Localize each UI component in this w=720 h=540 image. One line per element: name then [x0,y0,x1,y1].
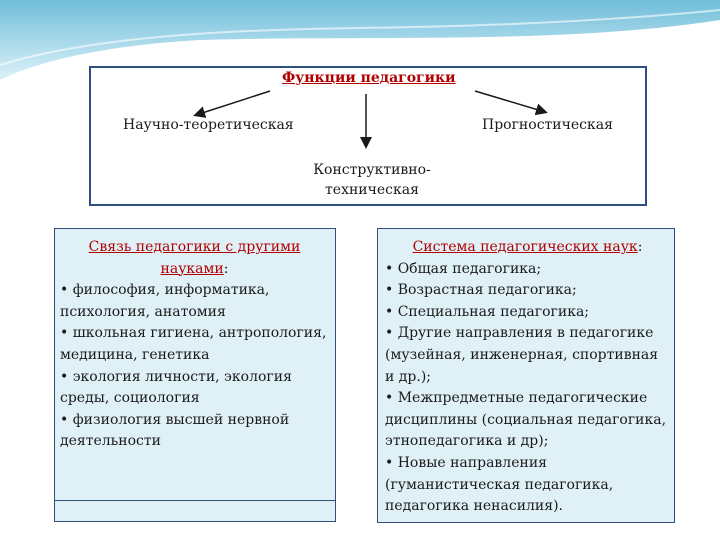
list-item: • Другие направления в педагогике (музей… [385,325,659,385]
list-item: • Межпредметные педагогические дисциплин… [385,390,667,450]
branch-prognostic: Прогностическая [482,117,613,133]
related-sciences-heading-colon: : [223,260,229,277]
list-item: • Возрастная педагогика; [385,282,577,299]
list-item: • экология личности, экология среды, соц… [60,368,292,407]
list-item: • физиология высшей нервной деятельности [60,411,290,450]
pedagogical-sciences-heading: Система педагогических наук: [385,237,670,259]
decorative-wave [0,0,720,87]
branch-center-line-1: Конструктивно- [313,162,431,178]
branch-scientific-theoretical: Научно-теоретическая [123,117,294,133]
list-item: • философия, информатика, психология, ан… [60,282,270,320]
pedagogical-sciences-heading-colon: : [637,239,643,255]
related-sciences-panel-footer [54,500,336,522]
pedagogical-sciences-heading-text: Система педагогических наук [412,239,638,255]
related-sciences-heading: Связь педагогики с другими науками: [60,237,329,280]
functions-box [89,66,647,206]
pedagogical-sciences-panel: Система педагогических наук: • Общая пед… [377,228,675,523]
related-sciences-heading-text: Связь педагогики с другими науками [88,239,301,277]
diagram-title: Функции педагогики [282,70,456,86]
list-item: • Общая педагогика; [385,260,542,277]
related-sciences-panel: Связь педагогики с другими науками: • фи… [54,228,336,508]
branch-center-line-2: техническая [325,182,419,198]
list-item: • Новые направления (гуманистическая пед… [385,454,614,515]
list-item: • школьная гигиена, антропология, медици… [60,325,327,363]
branch-constructive-technical: Конструктивно- техническая [306,160,438,200]
list-item: • Специальная педагогика; [385,303,590,320]
